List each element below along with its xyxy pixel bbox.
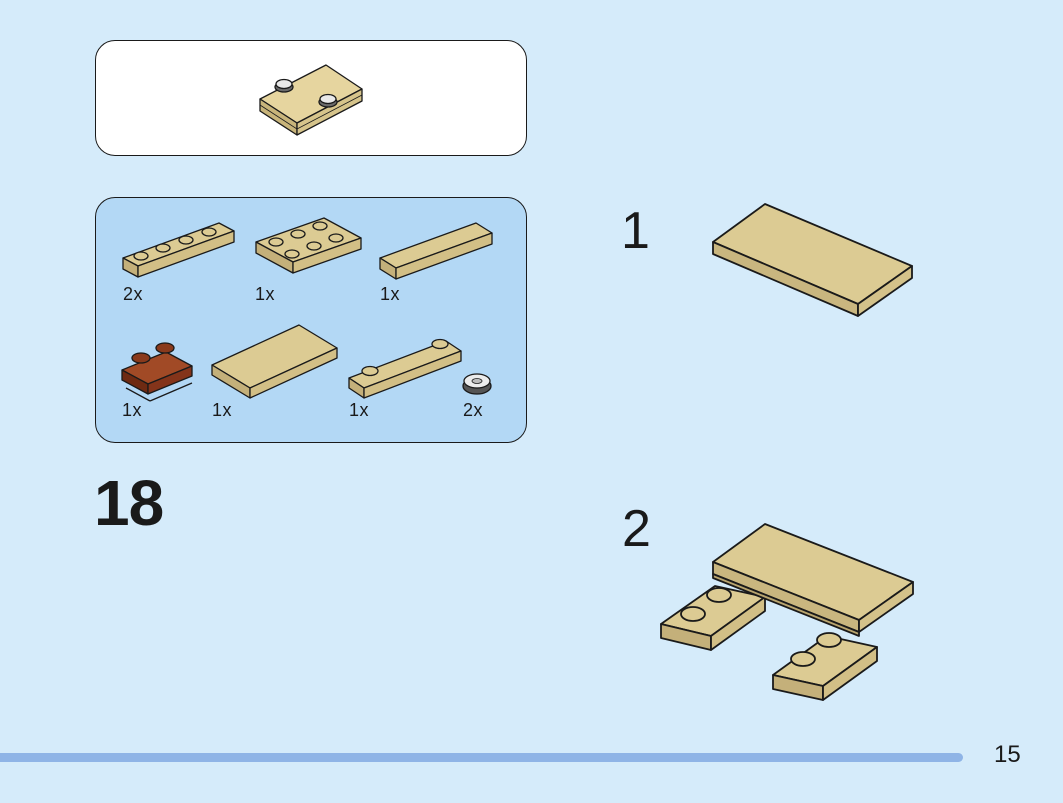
part-plate-1x4-2studs bbox=[348, 338, 462, 399]
substep-number-1: 1 bbox=[621, 202, 650, 260]
part-qty: 1x bbox=[349, 400, 370, 420]
result-preview-panel bbox=[95, 40, 527, 156]
substep-number-2: 2 bbox=[622, 500, 651, 558]
part-plate-2x3 bbox=[255, 217, 362, 274]
part-qty: 2x bbox=[123, 284, 144, 304]
substep-2-illustration bbox=[660, 523, 914, 701]
part-tile-1x4 bbox=[379, 222, 493, 280]
parts-illustrations bbox=[121, 217, 493, 402]
page-number: 15 bbox=[994, 741, 1021, 768]
part-plate-1x2-rail bbox=[121, 342, 193, 402]
part-qty: 2x bbox=[463, 400, 484, 420]
assembled-model-illustration bbox=[259, 64, 363, 136]
parts-list-panel: 2x 1x 1x 1x 1x 1x 2x bbox=[95, 197, 527, 443]
part-qty: 1x bbox=[255, 284, 276, 304]
part-tile-2x4 bbox=[211, 324, 338, 399]
part-qty: 1x bbox=[212, 400, 233, 420]
part-qty: 1x bbox=[122, 400, 143, 420]
step-number: 18 bbox=[94, 467, 164, 539]
substep-1-illustration bbox=[712, 203, 913, 317]
part-qty: 1x bbox=[380, 284, 401, 304]
page-divider-bar bbox=[0, 753, 963, 762]
part-plate-1x4 bbox=[122, 222, 235, 278]
part-round-tile bbox=[462, 373, 492, 395]
